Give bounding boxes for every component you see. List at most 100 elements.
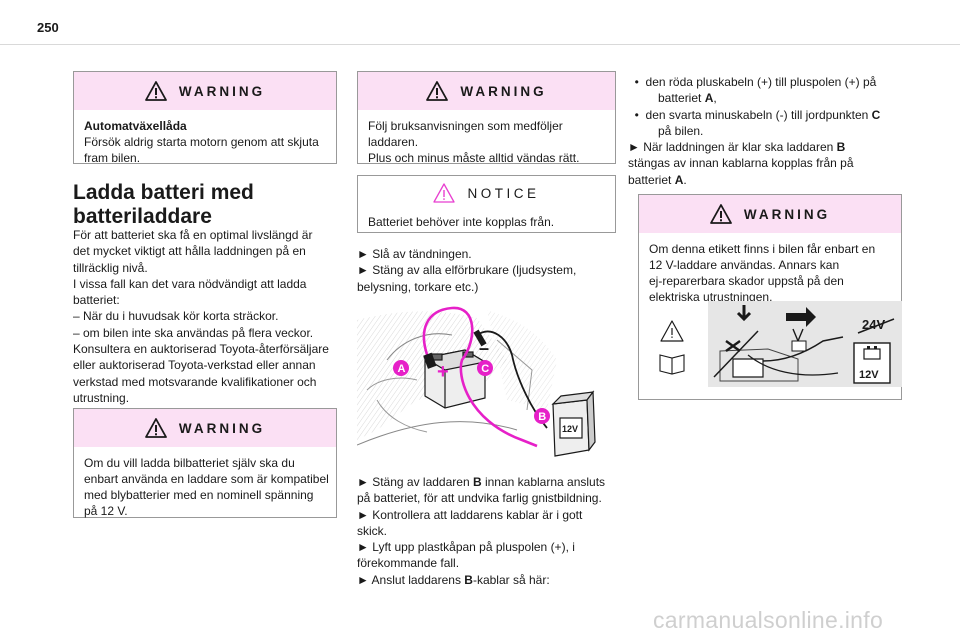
step-text: ► När laddningen är klar ska laddaren bbox=[628, 140, 837, 155]
warning-header: WARNING bbox=[74, 72, 336, 110]
paragraph-line: Konsultera en auktoriserad Toyota-återfö… bbox=[73, 342, 329, 357]
callout-c: C bbox=[481, 363, 489, 375]
plus-sign: + bbox=[437, 361, 449, 383]
step-bold: B bbox=[464, 572, 473, 587]
section-heading-line: Ladda batteri med bbox=[73, 181, 254, 204]
warning-box-instructions: WARNING Följ bruksanvisningen som medföl… bbox=[357, 71, 616, 165]
warning-triangle-icon bbox=[144, 418, 167, 438]
notice-box: NOTICE Batteriet behöver inte kopplas fr… bbox=[357, 175, 616, 233]
warning-text-line: laddaren. bbox=[368, 135, 419, 149]
warning-label: WARNING bbox=[178, 420, 266, 436]
positive-cable bbox=[422, 306, 538, 448]
step-text: batteriet bbox=[628, 172, 675, 187]
step-line: förekommande fall. bbox=[357, 556, 460, 571]
paragraph-line: – om bilen inte ska användas på flera ve… bbox=[73, 325, 314, 340]
warning-text-line: på 12 V. bbox=[84, 504, 128, 518]
steps-before-charging: ► Slå av tändningen. ► Stäng av alla elf… bbox=[357, 246, 576, 295]
warning-triangle-icon bbox=[426, 81, 449, 101]
warning-label: WARNING bbox=[178, 83, 266, 99]
step-line: stängas av innan kablarna kopplas från p… bbox=[628, 156, 854, 171]
paragraph-line: utrustning. bbox=[73, 390, 130, 405]
bullet-text: , bbox=[713, 91, 717, 106]
page-number: 250 bbox=[37, 20, 59, 35]
bullet-bold: A bbox=[704, 91, 714, 106]
steps-connect: ► Stäng av laddaren B innan kablarna ans… bbox=[357, 474, 605, 588]
step-bold: B bbox=[836, 140, 846, 155]
section-heading: Ladda batteri med batteriladdare bbox=[73, 181, 254, 229]
paragraph-line: verkstad med motsvarande kvalifikationer… bbox=[73, 374, 317, 389]
warning-text-line: elektriska utrustningen. bbox=[649, 290, 773, 304]
charger-shape bbox=[551, 390, 596, 457]
intro-paragraph: För att batteriet ska få en optimal livs… bbox=[73, 227, 329, 406]
step-line: ► Lyft upp plastkåpan på pluspolen (+), … bbox=[357, 540, 575, 555]
bullet-item-cont: på bilen. bbox=[658, 123, 704, 138]
warning-label: WARNING bbox=[743, 206, 831, 222]
warning-text-line: 12 V-laddare användas. Annars kan bbox=[649, 258, 840, 272]
warning-text-line: Försök aldrig starta motorn genom att sk… bbox=[84, 135, 319, 149]
paragraph-line: För att batteriet ska få en optimal livs… bbox=[73, 228, 313, 242]
bullet-item: • den röda pluskabeln (+) till pluspolen… bbox=[628, 75, 877, 89]
section-heading-line: batteriladdare bbox=[73, 205, 212, 228]
notice-label: NOTICE bbox=[467, 185, 540, 201]
label-manual-icon bbox=[659, 354, 685, 375]
step-line: ► Stäng av alla elförbrukare (ljudsystem… bbox=[357, 263, 577, 278]
warning-triangle-icon bbox=[709, 204, 732, 224]
paragraph-line: batteriet: bbox=[73, 293, 120, 308]
callout-b: B bbox=[538, 411, 546, 423]
paragraph-line: det mycket viktigt att hålla laddningen … bbox=[73, 244, 306, 259]
label-12v: 12V bbox=[859, 369, 879, 381]
notice-triangle-icon bbox=[433, 183, 456, 203]
warning-triangle-icon bbox=[144, 81, 167, 101]
warning-label: WARNING bbox=[460, 83, 547, 99]
prohibited-jump-start-scene bbox=[713, 305, 844, 382]
step-line: ► Stäng av laddaren B innan kablarna ans… bbox=[357, 474, 605, 490]
label-12v-charger-icon bbox=[853, 342, 891, 384]
step-bold: A bbox=[674, 172, 684, 187]
warning-text-line: ej-reparerbara skador uppstå på den bbox=[649, 274, 844, 288]
charger-label: 12V bbox=[562, 424, 578, 434]
step-bold: B bbox=[472, 475, 482, 489]
battery-shape bbox=[423, 349, 487, 409]
step-text: ► Anslut laddarens bbox=[357, 572, 465, 587]
step-line: ► Kontrollera att laddarens kablar är i … bbox=[357, 507, 583, 522]
warning-text-line: Plus och minus måste alltid vändas rätt. bbox=[368, 151, 580, 165]
warning-box-automatic: WARNING Automatväxellåda Försök aldrig s… bbox=[73, 71, 337, 165]
step-line: skick. bbox=[357, 523, 387, 538]
warning-header: WARNING bbox=[639, 195, 901, 233]
connection-list: • den röda pluskabeln (+) till pluspolen… bbox=[628, 74, 880, 188]
battery-charging-diagram: + – A C B 12V bbox=[357, 300, 597, 460]
callout-a: A bbox=[398, 363, 406, 375]
charger-label-illustration: 24V 12V bbox=[648, 301, 902, 387]
step-text: -kablar så här: bbox=[472, 572, 550, 587]
bullet-item-cont: batteriet A, bbox=[628, 90, 880, 106]
warning-text-line: med blybatterier med en nominell spännin… bbox=[84, 488, 314, 502]
warning-box-charger: WARNING Om du vill ladda bilbatteriet sj… bbox=[73, 408, 337, 518]
step-line: ► Slå av tändningen. bbox=[357, 247, 472, 261]
bullet-text: den svarta minuskabeln (-) till jordpunk… bbox=[645, 107, 872, 122]
warning-text-line: Följ bruksanvisningen som medföljer bbox=[368, 119, 563, 133]
negative-cable bbox=[476, 330, 548, 429]
watermark: carmanualsonline.info bbox=[653, 607, 884, 633]
label-24v-crossed: 24V bbox=[862, 317, 885, 332]
warning-text-line: enbart använda en laddare som är kompati… bbox=[84, 472, 329, 486]
minus-sign: – bbox=[479, 338, 489, 358]
notice-text-line: Batteriet behöver inte kopplas från. bbox=[368, 215, 555, 229]
step-line: på batteriet, för att undvika farlig gni… bbox=[357, 491, 602, 506]
step-line: batteriet A. bbox=[628, 172, 880, 188]
paragraph-line: eller auktoriserad Toyota-verkstad eller… bbox=[73, 358, 316, 373]
header-rule bbox=[0, 44, 960, 45]
bullet-item: • den svarta minuskabeln (-) till jordpu… bbox=[628, 107, 881, 122]
warning-title: Automatväxellåda bbox=[84, 119, 187, 133]
notice-header: NOTICE bbox=[358, 176, 615, 210]
paragraph-line: – När du i huvudsak kör korta sträckor. bbox=[73, 309, 279, 324]
warning-header: WARNING bbox=[74, 409, 336, 447]
bullet-text: den röda pluskabeln (+) till pluspolen (… bbox=[645, 75, 877, 89]
warning-text-line: Om du vill ladda bilbatteriet själv ska … bbox=[84, 456, 295, 470]
step-line: belysning, torkare etc.) bbox=[357, 279, 479, 294]
warning-header: WARNING bbox=[358, 72, 615, 110]
step-line: ► När laddningen är klar ska laddaren B bbox=[628, 139, 880, 155]
warning-text-line: fram bilen. bbox=[84, 151, 141, 165]
warning-text-line: Om denna etikett finns i bilen får enbar… bbox=[649, 242, 876, 256]
paragraph-line: tillräcklig nivå. bbox=[73, 260, 148, 275]
step-text: . bbox=[683, 172, 687, 187]
